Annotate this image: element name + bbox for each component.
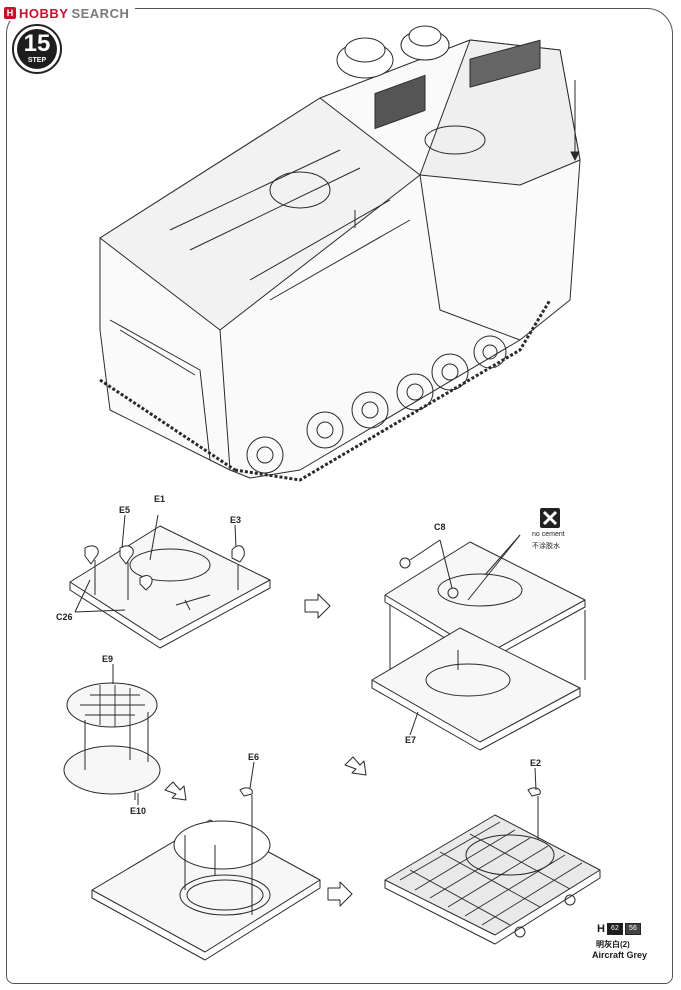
label-e5: E5	[119, 505, 131, 515]
floor-plate-b	[371, 534, 586, 751]
arrow-down-right-2	[344, 756, 367, 776]
road-wheels	[246, 335, 507, 474]
step-number: 15	[23, 30, 51, 57]
paint-code: H 62 56	[597, 923, 641, 935]
arrow-right-1	[304, 593, 331, 619]
paint-code-a: 62	[606, 923, 623, 935]
label-c8: C8	[434, 522, 446, 532]
paint-name-en: Aircraft Grey	[592, 950, 648, 960]
step-badge: 15 STEP	[12, 24, 62, 74]
brand-logo-icon: H	[4, 7, 16, 19]
paint-letter: H	[597, 923, 605, 935]
label-e6: E6	[248, 752, 260, 762]
arrow-right-2	[327, 881, 353, 907]
label-e7: E7	[405, 735, 417, 745]
vehicle-hull	[99, 25, 581, 482]
brand-watermark: H HOBBY SEARCH	[4, 5, 136, 21]
brand-name: HOBBY	[19, 5, 69, 21]
label-e1: E1	[154, 494, 166, 504]
label-e10: E10	[130, 806, 147, 816]
no-cement-label-cn: 不涂胶水	[532, 543, 560, 550]
page-frame	[6, 8, 673, 984]
brand-suffix: SEARCH	[71, 5, 130, 21]
label-e9: E9	[102, 654, 114, 664]
no-cement-label: no cement	[532, 531, 565, 538]
floor-plate-underside	[384, 787, 601, 945]
step-label: STEP	[27, 57, 47, 64]
label-e2: E2	[530, 758, 542, 768]
step-badge-ring	[17, 29, 57, 69]
floor-plate-c	[91, 787, 321, 961]
hatch-parts	[63, 682, 161, 800]
no-cement-icon	[540, 508, 560, 528]
floor-plate-a	[69, 514, 271, 649]
paint-name-cn: 明灰白(2)	[596, 940, 630, 949]
label-e3: E3	[230, 515, 242, 525]
arrow-down-right-1	[164, 781, 187, 801]
label-c26: C26	[56, 612, 73, 622]
paint-code-b: 56	[624, 923, 641, 935]
